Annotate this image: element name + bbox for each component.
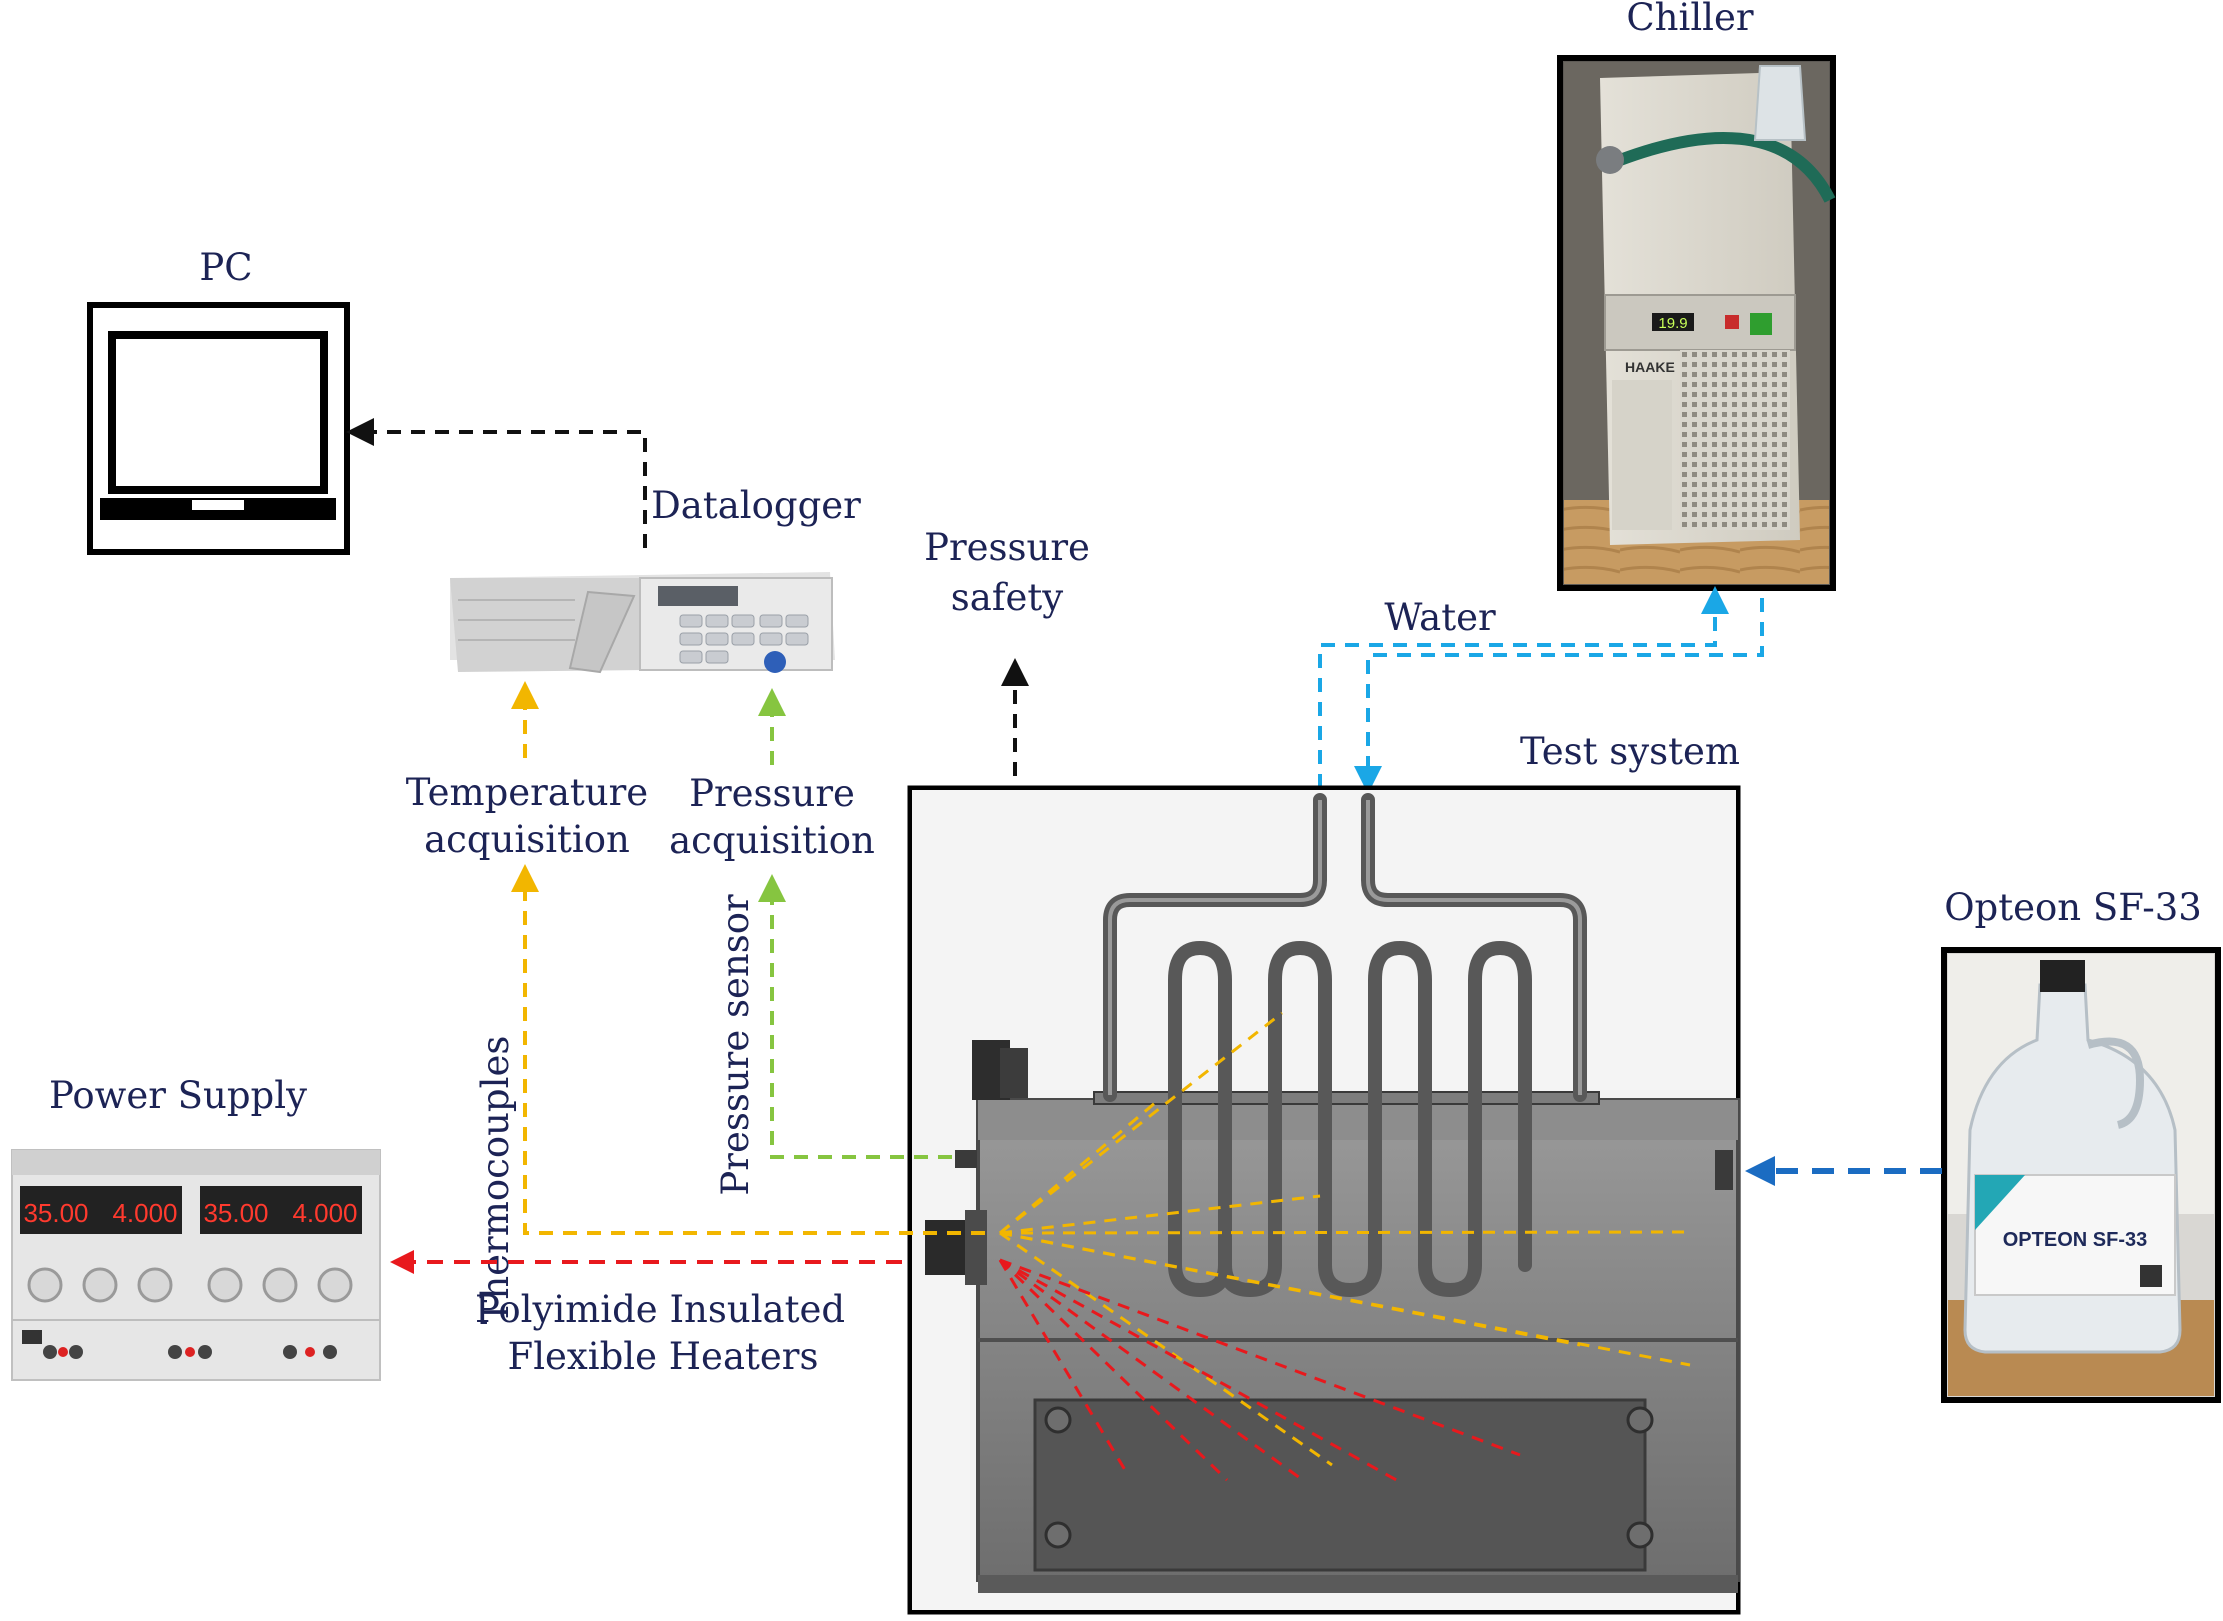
chiller-display-readout: 19.9 [1658, 315, 1687, 332]
psu-display-1-voltage: 35.00 [23, 1198, 88, 1228]
chiller-photo: 19.9 HAAKE [1557, 55, 1836, 591]
opteon-label: Opteon SF-33 [1944, 886, 2202, 929]
thermocouple-wires [999, 1011, 1691, 1467]
pc-label: PC [199, 246, 252, 289]
psu-display-2-voltage: 35.00 [203, 1198, 268, 1228]
bottle-label-text: OPTEON SF-33 [2003, 1229, 2147, 1251]
pressure-acquisition-label-line1: Pressure [689, 772, 855, 815]
test-system-tank [907, 785, 1741, 1615]
datalogger-device-icon [450, 572, 835, 674]
test-system-label: Test system [1520, 730, 1740, 773]
pressure-sensor-signal-link [758, 874, 952, 1159]
psu-display-1-current: 4.000 [112, 1198, 177, 1228]
pressure-sensor-label: Pressure sensor [714, 894, 757, 1196]
water-return-link [1354, 598, 1764, 794]
chiller-brand-text: HAAKE [1625, 359, 1675, 375]
pressure-safety-label-line1: Pressure [924, 526, 1090, 569]
pressure-safety-label-line2: safety [951, 576, 1064, 619]
datalogger-label: Datalogger [651, 484, 861, 527]
opteon-bottle-photo: OPTEON SF-33 [1941, 947, 2221, 1403]
heater-wires [998, 1258, 1521, 1484]
temperature-acquisition-label-line2: acquisition [424, 818, 630, 861]
psu-display-2-current: 4.000 [292, 1198, 357, 1228]
chiller-label: Chiller [1626, 0, 1754, 39]
water-supply-link [1318, 586, 1729, 788]
datalogger-to-pc-link [346, 418, 647, 548]
thermocouple-signal-link [511, 864, 985, 1235]
pressure-acquisition-label-line2: acquisition [669, 819, 875, 862]
water-label: Water [1384, 596, 1496, 639]
power-supply-label: Power Supply [49, 1074, 307, 1117]
heaters-label-line1: Polyimide Insulated [475, 1288, 845, 1331]
power-supply-device-icon: 35.00 4.000 35.00 4.000 [11, 1149, 381, 1381]
temperature-acquisition-label-line1: Temperature [406, 771, 648, 814]
heaters-label-line2: Flexible Heaters [508, 1335, 819, 1378]
thermocouples-label: Thermocouples [474, 1036, 517, 1325]
pc-laptop-icon [87, 302, 350, 555]
